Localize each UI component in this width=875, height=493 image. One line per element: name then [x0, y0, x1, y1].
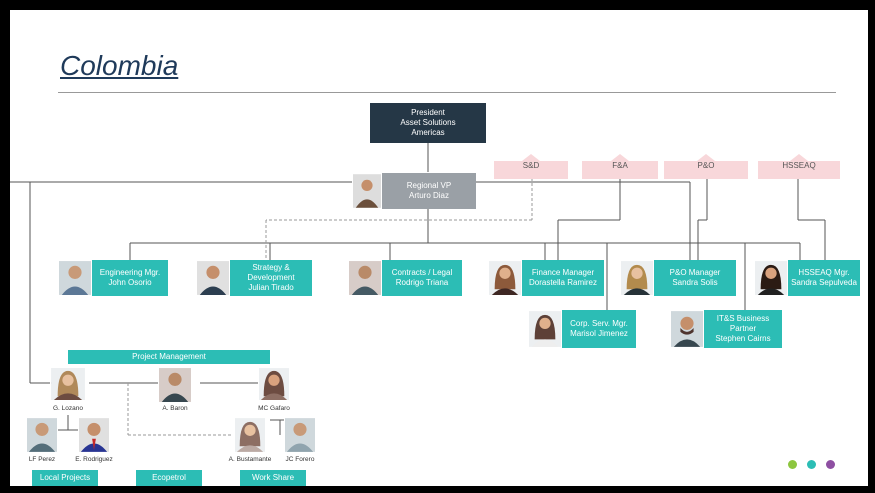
regional-vp-name: Arturo Diaz [408, 191, 449, 200]
slide: Colombia [10, 10, 868, 486]
project-management-label: Project Management [132, 352, 206, 361]
avatar-marisol-jimenez [528, 310, 562, 348]
functional-label-text: HSSEAQ [782, 161, 816, 170]
person-name: A. Bustamante [228, 456, 272, 463]
manager-its[interactable]: IT&S Business Partner Stephen Cairns [704, 310, 782, 348]
manager-name: Julian Tirado [248, 283, 294, 292]
decor-dot-teal [807, 460, 816, 469]
page-title: Colombia [60, 50, 179, 81]
org-connectors [10, 142, 826, 436]
avatar-g-lozano [50, 367, 86, 401]
avatar-dorastella-ramirez [488, 260, 522, 296]
manager-name: Dorastella Ramirez [528, 278, 598, 287]
decor-dot-green [788, 460, 797, 469]
functional-label-text: S&D [522, 161, 540, 170]
functional-label-hsseaq: HSSEAQ [758, 153, 840, 179]
manager-strategy[interactable]: Strategy & Development Julian Tirado [230, 260, 312, 296]
manager-po[interactable]: P&O Manager Sandra Solis [654, 260, 736, 296]
functional-label-po: P&O [664, 153, 748, 179]
avatar-john-osorio [58, 260, 92, 296]
manager-title: Contracts / Legal [391, 268, 453, 277]
functional-label-fa: F&A [582, 153, 658, 179]
manager-name: John Osorio [108, 278, 152, 287]
manager-name: Stephen Cairns [715, 334, 771, 343]
avatar-a-baron [158, 367, 192, 403]
manager-hsseaq[interactable]: HSSEAQ Mgr. Sandra Sepulveda [788, 260, 860, 296]
avatar-sandra-sepulveda [754, 260, 788, 296]
manager-title: HSSEAQ Mgr. [798, 268, 850, 277]
decor-dot-purple [826, 460, 835, 469]
label-work-share[interactable]: Work Share [240, 470, 306, 486]
avatar-e-rodriguez [78, 417, 110, 453]
avatar-julian-tirado [196, 260, 230, 296]
functional-label-sd: S&D [494, 153, 568, 179]
person-name: A. Baron [162, 405, 188, 412]
title-divider [58, 92, 836, 93]
avatar-lf-perez [26, 417, 58, 453]
manager-name: Rodrigo Triana [395, 278, 449, 287]
president-title: President [411, 108, 445, 117]
label-ecopetrol[interactable]: Ecopetrol [136, 470, 202, 486]
avatar-rodrigo-triana [348, 260, 382, 296]
manager-title: IT&S Business Partner [716, 314, 770, 333]
manager-title: Engineering Mgr. [99, 268, 161, 277]
avatar-mc-gafaro [258, 367, 290, 401]
regional-vp-title: Regional VP [406, 181, 452, 190]
project-management-banner[interactable]: Project Management [68, 350, 270, 364]
manager-engineering[interactable]: Engineering Mgr. John Osorio [92, 260, 168, 296]
manager-name: Sandra Solis [672, 278, 718, 287]
avatar-jc-forero [284, 417, 316, 453]
manager-title: Strategy & Development [247, 263, 295, 282]
manager-finance[interactable]: Finance Manager Dorastella Ramirez [522, 260, 604, 296]
bottom-label: Work Share [251, 473, 295, 482]
manager-name: Marisol Jimenez [570, 329, 628, 338]
manager-title: Finance Manager [531, 268, 595, 277]
avatar-stephen-cairns [670, 310, 704, 348]
regional-vp-box[interactable]: Regional VP Arturo Diaz [382, 173, 476, 209]
label-local-projects[interactable]: Local Projects [32, 470, 98, 486]
person-name: MC Gafaro [258, 405, 290, 412]
person-name: G. Lozano [53, 405, 83, 412]
avatar-arturo-diaz [352, 173, 382, 209]
person-name: LF Perez [28, 456, 56, 463]
functional-label-text: P&O [697, 161, 715, 170]
bottom-label: Local Projects [39, 473, 91, 482]
manager-corp-serv[interactable]: Corp. Serv. Mgr. Marisol Jimenez [562, 310, 636, 348]
president-org-line: Asset Solutions [400, 118, 456, 127]
avatar-a-bustamante [234, 417, 266, 453]
manager-contracts[interactable]: Contracts / Legal Rodrigo Triana [382, 260, 462, 296]
bottom-label: Ecopetrol [152, 473, 186, 482]
manager-name: Sandra Sepulveda [791, 278, 857, 287]
president-region-line: Americas [411, 128, 445, 137]
functional-label-text: F&A [612, 161, 628, 170]
person-name: E. Rodriguez [75, 456, 113, 463]
manager-title: Corp. Serv. Mgr. [570, 319, 628, 328]
person-name: JC Forero [285, 456, 315, 463]
avatar-sandra-solis [620, 260, 654, 296]
manager-title: P&O Manager [669, 268, 721, 277]
president-box[interactable]: President Asset Solutions Americas [370, 103, 486, 143]
